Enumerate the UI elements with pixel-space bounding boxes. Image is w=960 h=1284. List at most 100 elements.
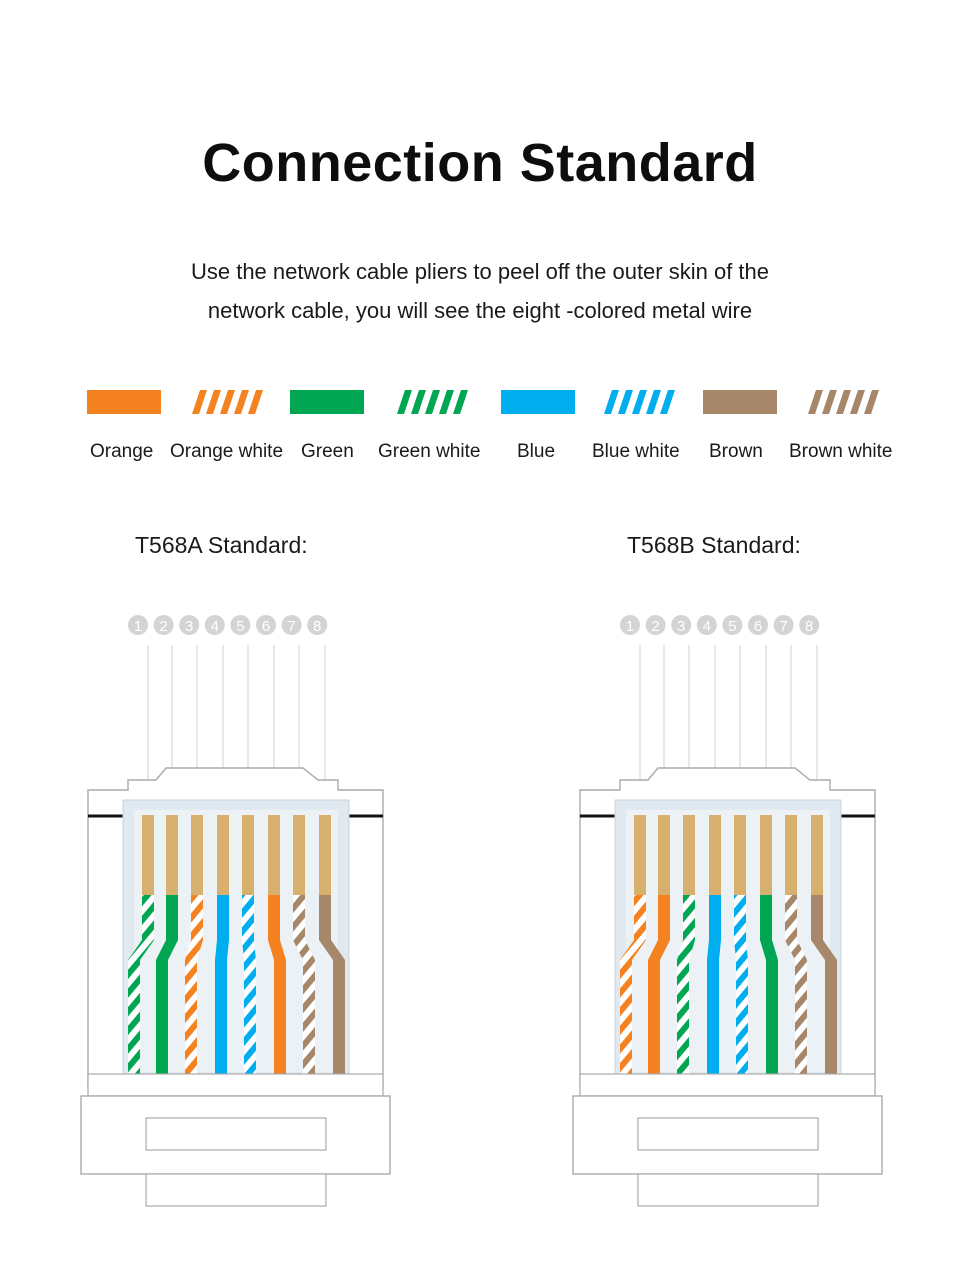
gold-contact-pin	[242, 815, 254, 895]
legend-label-green: Green	[301, 441, 354, 462]
legend-stripes	[604, 390, 675, 414]
legend-label-orange-white: Orange white	[170, 441, 284, 462]
gold-contact-pin	[217, 815, 229, 895]
pin-number: 4	[703, 618, 711, 635]
striped-wire	[620, 895, 646, 1075]
striped-wire	[785, 895, 807, 1075]
gold-contact-pin	[709, 815, 721, 895]
legend-stripes	[192, 390, 263, 414]
gold-contact-pin	[293, 815, 305, 895]
gold-contact-pin	[142, 815, 154, 895]
legend-label-orange: Orange	[90, 441, 154, 462]
legend-label-blue: Blue	[517, 441, 556, 462]
page-title: Connection Standard	[202, 133, 758, 193]
solid-wire	[215, 895, 229, 1075]
gold-contact-pin	[191, 815, 203, 895]
pin-number-circle	[620, 615, 640, 635]
legend-solid-fill	[501, 390, 575, 414]
solid-wire	[707, 895, 721, 1075]
solid-wire	[319, 895, 345, 1075]
legend-label-brown: Brown	[709, 441, 763, 462]
legend-label-blue-white: Blue white	[592, 441, 680, 462]
pin-number-circle	[128, 615, 148, 635]
legend-swatch-brown	[703, 390, 777, 414]
pin-number: 1	[626, 618, 634, 635]
pin-number: 8	[805, 618, 813, 635]
pin-number-circle	[645, 615, 666, 635]
pin-number-circle	[256, 615, 276, 635]
legend-swatch-blue	[501, 390, 575, 414]
legend-stripes	[397, 390, 468, 414]
striped-wire	[128, 895, 154, 1075]
pin-number: 2	[651, 618, 659, 635]
pin-number-circle	[748, 615, 768, 635]
connector-cable-stub	[145, 1173, 327, 1207]
gold-contact-pin	[268, 815, 280, 895]
pin-number: 1	[134, 618, 142, 635]
legend-swatch-orange-white	[192, 390, 263, 414]
pin-number: 3	[677, 618, 685, 635]
legend-swatch-brown-white	[808, 390, 879, 414]
connector-boot	[80, 1095, 391, 1175]
gold-contact-pin	[634, 815, 646, 895]
pin-number-circle	[773, 615, 794, 635]
striped-wire	[293, 895, 315, 1075]
pin-number: 5	[236, 618, 244, 635]
pin-number-circle	[230, 615, 251, 635]
gold-contact-pin	[785, 815, 797, 895]
gold-contact-pin	[658, 815, 670, 895]
legend-label-brown-white: Brown white	[789, 441, 893, 462]
pin-number-circle	[671, 615, 692, 635]
legend-stripes	[808, 390, 879, 414]
pin-number-circle	[722, 615, 743, 635]
connector-boot-window	[145, 1117, 327, 1151]
description-line-2: network cable, you will see the eight -c…	[207, 298, 753, 323]
pin-number: 6	[262, 618, 270, 635]
legend-label-green-white: Green white	[378, 441, 481, 462]
gold-contact-pin	[760, 815, 772, 895]
pin-number: 2	[159, 618, 167, 635]
pin-number-circle	[179, 615, 200, 635]
legend-swatch-green	[290, 390, 364, 414]
pin-number-circle	[307, 615, 328, 635]
pin-number: 5	[728, 618, 736, 635]
striped-wire	[185, 895, 203, 1075]
pin-number-circle	[281, 615, 302, 635]
legend-solid-fill	[290, 390, 364, 414]
legend-swatch-green-white	[397, 390, 468, 414]
solid-wire	[268, 895, 286, 1075]
striped-wire	[677, 895, 695, 1075]
legend-swatch-blue-white	[604, 390, 675, 414]
description: Use the network cable pliers to peel off…	[0, 252, 960, 330]
solid-wire	[648, 895, 670, 1075]
gold-contact-pin	[319, 815, 331, 895]
pin-number: 7	[287, 618, 295, 635]
gold-contact-pin	[683, 815, 695, 895]
gold-contact-pin	[734, 815, 746, 895]
legend-solid-fill	[703, 390, 777, 414]
striped-wire	[242, 895, 256, 1075]
gold-contact-pin	[166, 815, 178, 895]
solid-wire	[760, 895, 778, 1075]
pin-number-circle	[153, 615, 174, 635]
pin-number: 6	[754, 618, 762, 635]
legend-solid-fill	[87, 390, 161, 414]
pin-number: 8	[313, 618, 321, 635]
description-line-1: Use the network cable pliers to peel off…	[190, 259, 770, 284]
striped-wire	[734, 895, 748, 1075]
t568a-standard-label: T568A Standard:	[135, 532, 308, 558]
pin-number: 7	[779, 618, 787, 635]
pin-number-circle	[204, 615, 225, 635]
gold-contact-pin	[811, 815, 823, 895]
connector-cable-stub	[637, 1173, 819, 1207]
pin-number: 3	[185, 618, 193, 635]
t568b-standard-label: T568B Standard:	[627, 532, 801, 558]
legend-swatch-orange	[87, 390, 161, 414]
pin-number: 4	[211, 618, 219, 635]
solid-wire	[156, 895, 178, 1075]
pin-number-circle	[799, 615, 820, 635]
connector-collar	[87, 1073, 384, 1097]
connector-collar	[579, 1073, 876, 1097]
